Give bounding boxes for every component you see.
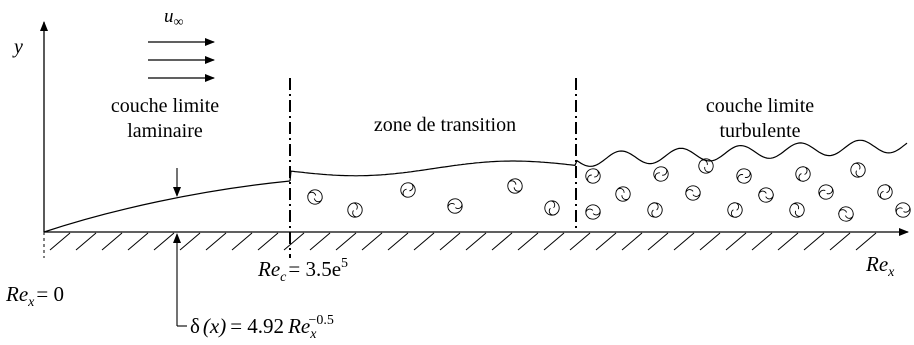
hatch-stroke bbox=[206, 233, 226, 250]
laminar-label-line2: laminaire bbox=[127, 120, 203, 142]
transition-label: zone de transition bbox=[374, 114, 516, 136]
hatch-stroke bbox=[622, 233, 642, 250]
turbulent-boundary-edge bbox=[290, 140, 907, 181]
swirl-eddy-icon bbox=[696, 156, 715, 175]
swirl-eddy-icon bbox=[507, 178, 523, 194]
hatch-stroke bbox=[76, 233, 96, 250]
swirl-eddy-icon bbox=[445, 196, 465, 216]
x-axis-label: Rex bbox=[865, 252, 895, 280]
swirl-eddy-icon bbox=[757, 186, 775, 204]
swirl-eddy-icon bbox=[848, 160, 868, 180]
hatch-stroke bbox=[258, 233, 278, 250]
hatch-stroke bbox=[674, 233, 694, 250]
swirl-eddy-icon bbox=[308, 190, 323, 204]
swirl-eddy-icon bbox=[787, 200, 807, 220]
hatch-stroke bbox=[180, 233, 200, 250]
swirl-eddy-icon bbox=[734, 166, 754, 186]
y-axis-label: y bbox=[12, 36, 23, 58]
critical-reynolds-label: Rec= 3.5e5 bbox=[257, 256, 348, 285]
hatch-stroke bbox=[752, 233, 772, 250]
wall-hatching bbox=[50, 233, 876, 250]
swirl-eddy-icon bbox=[652, 165, 671, 184]
start-reynolds-label: Rex= 0 bbox=[5, 282, 64, 310]
swirl-eddy-icon bbox=[345, 200, 365, 220]
swirl-eddy-icon bbox=[614, 185, 632, 203]
hatch-stroke bbox=[726, 233, 746, 250]
turbulent-label-line1: couche limite bbox=[706, 95, 814, 117]
hatch-stroke bbox=[102, 233, 122, 250]
hatch-stroke bbox=[154, 233, 174, 250]
hatch-stroke bbox=[518, 233, 538, 250]
swirl-eddy-icon bbox=[683, 184, 702, 203]
swirl-eddy-icon bbox=[645, 200, 664, 219]
hatch-stroke bbox=[284, 233, 304, 250]
laminar-label-line1: couche limite bbox=[111, 95, 219, 117]
hatch-stroke bbox=[544, 233, 564, 250]
swirl-eddy-icon bbox=[400, 182, 415, 197]
swirl-eddy-icon bbox=[838, 206, 854, 222]
hatch-stroke bbox=[596, 233, 616, 250]
swirl-eddy-icon bbox=[877, 184, 892, 199]
hatch-stroke bbox=[570, 233, 590, 250]
swirl-eddy-icon bbox=[795, 165, 812, 182]
hatch-stroke bbox=[648, 233, 668, 250]
swirl-eddy-icon bbox=[583, 202, 603, 222]
hatch-stroke bbox=[778, 233, 798, 250]
hatch-stroke bbox=[310, 233, 330, 250]
hatch-stroke bbox=[336, 233, 356, 250]
hatch-stroke bbox=[414, 233, 434, 250]
swirl-eddy-icon bbox=[893, 200, 913, 220]
hatch-stroke bbox=[492, 233, 512, 250]
hatch-stroke bbox=[804, 233, 824, 250]
hatch-stroke bbox=[856, 233, 876, 250]
hatch-stroke bbox=[232, 233, 252, 250]
hatch-stroke bbox=[362, 233, 382, 250]
hatch-stroke bbox=[700, 233, 720, 250]
swirl-eddy-icon bbox=[584, 167, 601, 184]
hatch-stroke bbox=[128, 233, 148, 250]
eddies bbox=[308, 156, 913, 222]
hatch-stroke bbox=[466, 233, 486, 250]
swirl-eddy-icon bbox=[816, 182, 836, 202]
swirl-eddy-icon bbox=[542, 198, 562, 218]
laminar-boundary-curve bbox=[44, 181, 290, 232]
hatch-stroke bbox=[440, 233, 460, 250]
free-stream-symbol: u∞ bbox=[164, 6, 184, 30]
turbulent-label-line2: turbulente bbox=[719, 120, 800, 142]
hatch-stroke bbox=[388, 233, 408, 250]
hatch-stroke bbox=[830, 233, 850, 250]
hatch-stroke bbox=[50, 233, 70, 250]
swirl-eddy-icon bbox=[726, 201, 744, 219]
